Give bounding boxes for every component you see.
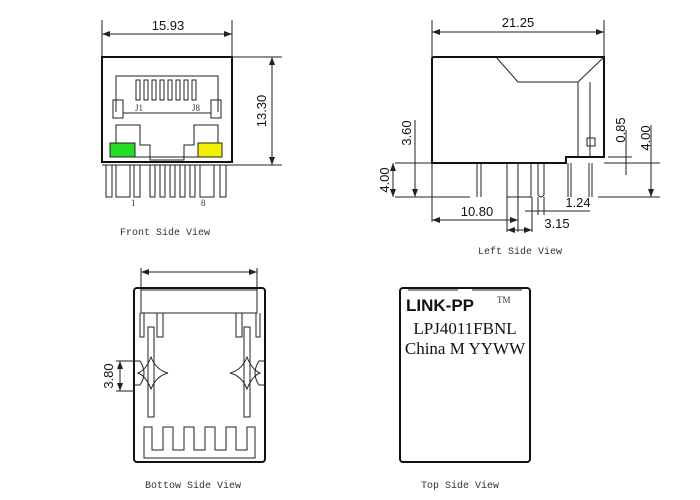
front-side-view: 15.93 13.30 J1 J8 1 8 Front Side View [101,18,282,239]
brand-logo: LINK-PP [406,296,474,315]
contacts [135,79,197,101]
bottom-side-view: 3.80 Bottow Side View [101,268,266,492]
trademark: TM [497,295,511,305]
top-view-caption: Top Side View [421,480,499,492]
part-number: LPJ4011FBNL [413,319,516,338]
dim-3-15: 3.15 [544,216,569,231]
dim-4-00-left: 4.00 [377,167,392,192]
height-dimension: 13.30 [254,95,269,128]
dim-10-80: 10.80 [461,204,494,219]
side-pins [476,162,593,198]
bottom-body [133,287,266,463]
front-view-caption: Front Side View [120,227,210,239]
side-body [431,56,605,164]
pin-8-label: 8 [201,198,206,208]
dim-3-80: 3.80 [101,363,116,388]
top-side-view: LINK-PP TM LPJ4011FBNL China M YYWW Top … [399,287,531,492]
bottom-view-caption: Bottow Side View [145,480,241,492]
width-dimension: 15.93 [152,18,185,33]
dim-3-60: 3.60 [399,120,414,145]
dim-1-24: 1.24 [565,195,590,210]
pins [105,164,227,198]
dim-4-00-right: 4.00 [638,125,653,150]
top-body [399,287,531,463]
origin-date-code: China M YYWW [405,339,526,358]
label-j8: J8 [192,103,201,113]
green-led [109,142,136,158]
left-view-caption: Left Side View [478,246,562,258]
left-side-view: 21.25 3.60 4.00 10.80 3.15 1.24 0.85 4.0… [377,15,660,258]
dim-0-85: 0.85 [613,117,628,142]
length-dimension: 21.25 [502,15,535,30]
pin-1-label: 1 [131,198,136,208]
jack-body [101,56,233,163]
yellow-led [197,142,223,158]
label-j1: J1 [135,103,143,113]
